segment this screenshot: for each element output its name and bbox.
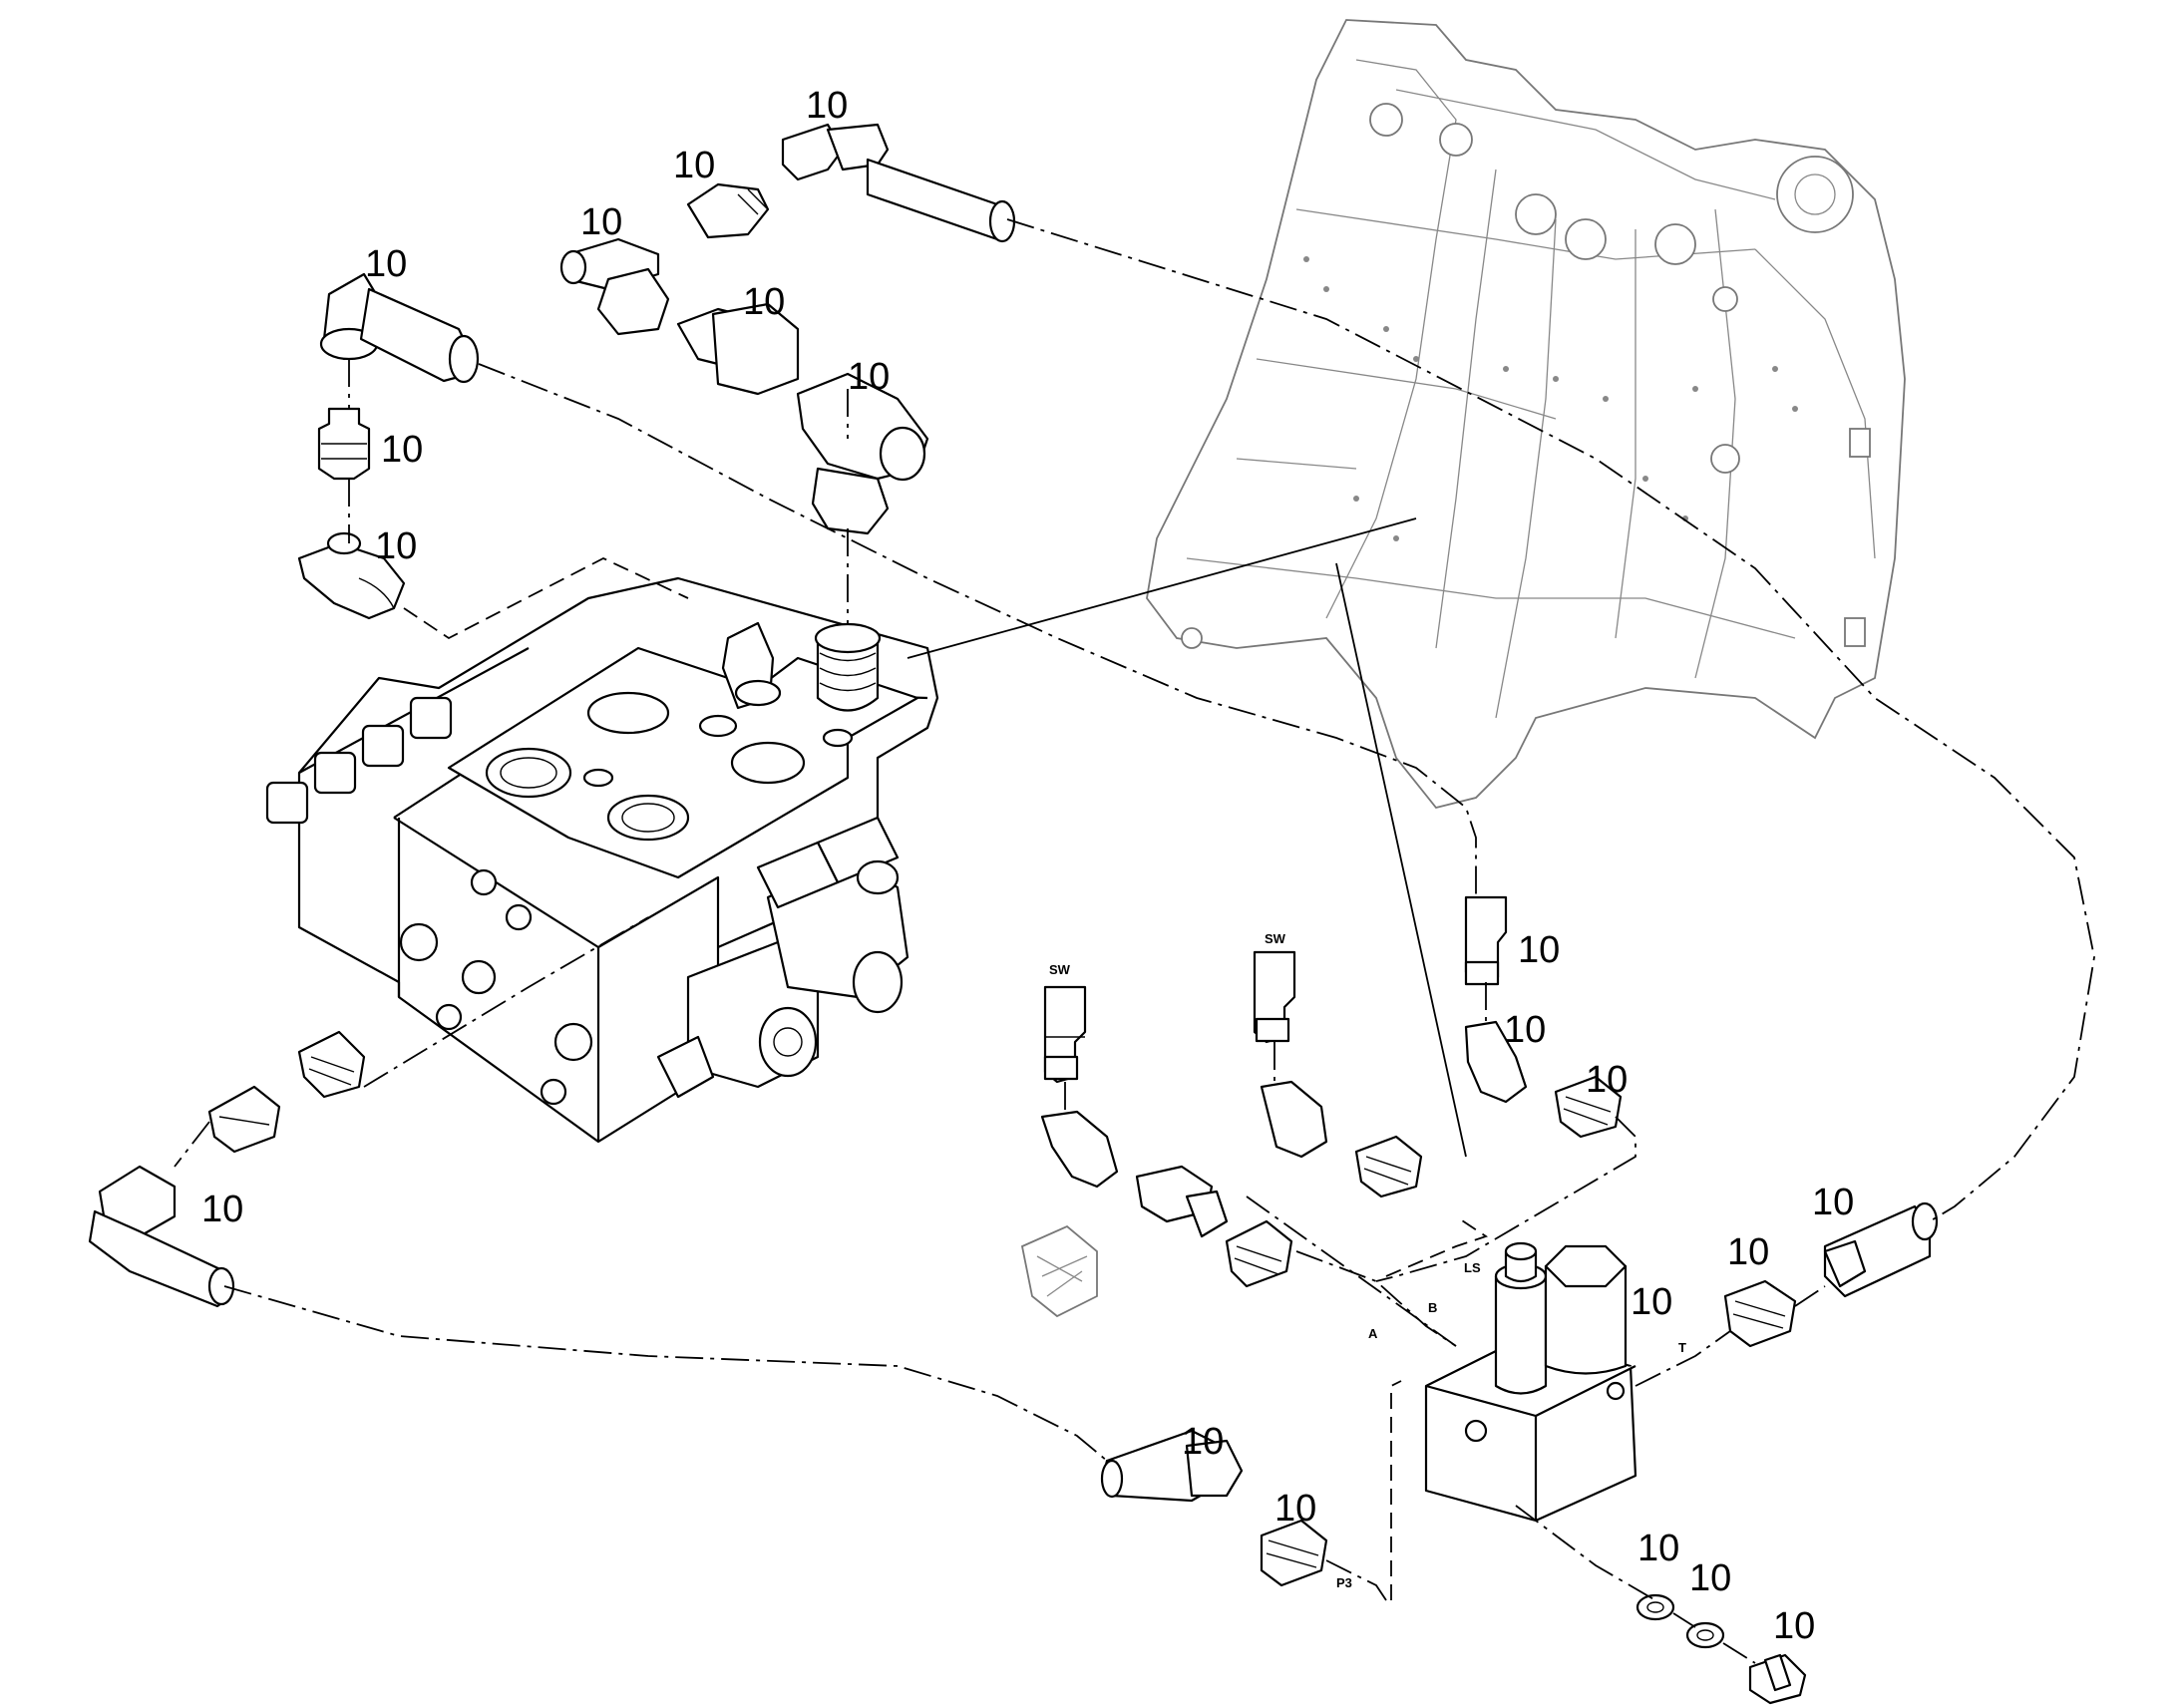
port-label-sw-right: SW <box>1265 931 1286 946</box>
callout-label: 10 <box>1274 1488 1316 1530</box>
loader-frame <box>1146 19 1906 810</box>
fitting-cluster-bottom <box>1100 1429 1807 1705</box>
fitting-cluster-lower-left <box>88 1030 366 1308</box>
callout-label: 10 <box>365 243 407 285</box>
port-label-b: B <box>1428 1300 1437 1315</box>
callout-label: 10 <box>381 429 423 471</box>
callout-label: 10 <box>1689 1557 1731 1599</box>
port-label-ls: LS <box>1464 1260 1481 1275</box>
callout-label: 10 <box>673 145 715 186</box>
fitting-cluster-right <box>1723 1201 1939 1348</box>
callout-label: 10 <box>848 356 890 398</box>
callout-label: 10 <box>1518 929 1560 971</box>
callout-label: 10 <box>580 201 622 243</box>
callout-label: 10 <box>1637 1528 1679 1569</box>
port-labels: SW SW LS B A T P3 <box>1049 931 1686 1590</box>
port-label-sw-left: SW <box>1049 962 1071 977</box>
callout-label: 10 <box>1182 1421 1224 1463</box>
callout-label: 10 <box>1727 1231 1769 1273</box>
fitting-cluster-top-center <box>559 123 1016 535</box>
callout-label: 10 <box>1812 1182 1854 1223</box>
callout-label: 10 <box>1586 1059 1628 1101</box>
port-label-t: T <box>1678 1340 1686 1355</box>
pressure-switch-stack-right <box>1464 895 1623 1139</box>
priority-valve-block <box>1424 1241 1637 1523</box>
callout-label: 10 <box>1773 1605 1815 1647</box>
callout-label: 10 <box>1631 1281 1672 1323</box>
leader-lines <box>174 218 2095 1664</box>
callout-label: 10 <box>375 525 417 567</box>
callout-label: 10 <box>1504 1009 1546 1051</box>
callout-label: 10 <box>743 281 785 323</box>
port-label-p3: P3 <box>1336 1575 1352 1590</box>
port-label-a: A <box>1368 1326 1378 1341</box>
callout-label: 10 <box>201 1189 243 1230</box>
control-valve-block <box>265 576 939 1144</box>
sw-switch-assemblies <box>1020 950 1423 1318</box>
callout-label: 10 <box>806 85 848 127</box>
callout-numbers: 10 10 10 10 10 10 10 10 10 10 10 10 10 1… <box>201 85 1854 1647</box>
